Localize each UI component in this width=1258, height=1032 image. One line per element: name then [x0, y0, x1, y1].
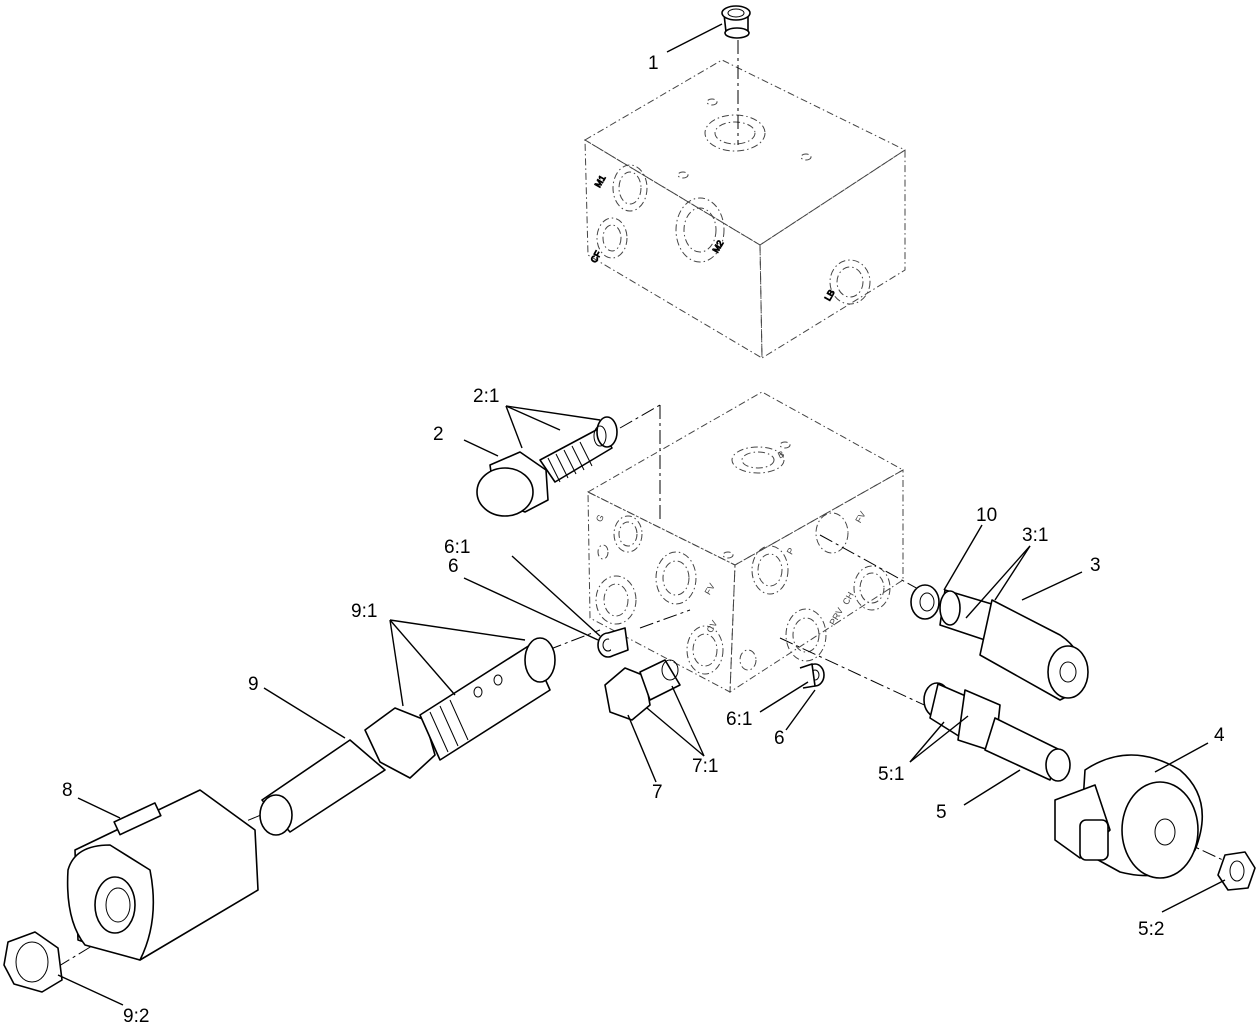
part-2-cartridge-valve [476, 416, 618, 517]
part-1-plug [721, 5, 751, 39]
part-8-solenoid-coil [66, 789, 259, 961]
callout-6-upper: 6 [448, 556, 459, 577]
port-mark-m1: M1 [593, 173, 608, 189]
part-9-cartridge-valve [259, 637, 556, 836]
part-9-2-nut [3, 931, 63, 993]
part-5-solenoid-valve [923, 682, 1071, 782]
callout-5-2: 5:2 [1138, 919, 1164, 940]
callout-5-1: 5:1 [878, 764, 904, 785]
callout-2: 2 [433, 424, 444, 445]
part-6-lower-plug [799, 663, 825, 689]
part-10-seal [910, 584, 940, 620]
callout-2-1: 2:1 [473, 386, 499, 407]
port-mark-p: P [785, 546, 797, 556]
callout-7-1: 7:1 [692, 756, 718, 777]
port-mark-m2: M2 [711, 239, 726, 255]
callout-1: 1 [648, 53, 659, 74]
port-mark-prv: PRV [827, 606, 845, 627]
port-mark-cf: CF [589, 249, 604, 265]
part-6-upper-plug [597, 627, 629, 658]
port-mark-fv: FV [853, 510, 867, 525]
part-7-plug [604, 659, 681, 721]
callout-5: 5 [936, 802, 947, 823]
upper-manifold-block: M1 M2 CF LB [584, 59, 907, 359]
callout-10: 10 [976, 505, 997, 526]
callout-labels: 1 2:1 2 10 3:1 3 6:1 6 9:1 9 6:1 6 4 7:1… [62, 53, 1225, 1027]
callout-6-1-lower: 6:1 [726, 709, 752, 730]
port-mark-g: G [594, 513, 606, 524]
part-5-2-nut [1217, 851, 1256, 891]
callout-7: 7 [652, 782, 663, 803]
port-mark-fv-side: FV [703, 581, 717, 596]
lower-manifold-block: B FV CH PRV CV P G FV [586, 391, 905, 693]
port-mark-lb: LB [823, 288, 837, 303]
callout-3-1: 3:1 [1022, 525, 1048, 546]
part-3-cartridge-valve [939, 589, 1089, 701]
callout-9: 9 [248, 674, 259, 695]
port-mark-b: B [776, 449, 786, 461]
leader-lines [57, 23, 1226, 1006]
callout-6-1-upper: 6:1 [444, 537, 470, 558]
callout-3: 3 [1090, 555, 1101, 576]
callout-8: 8 [62, 780, 73, 801]
callout-9-1: 9:1 [351, 601, 377, 622]
port-mark-ch: CH [841, 590, 856, 606]
callout-6-lower: 6 [774, 728, 785, 749]
callout-4: 4 [1214, 725, 1225, 746]
part-4-solenoid-coil [1054, 754, 1203, 879]
callout-9-2: 9:2 [123, 1006, 149, 1027]
